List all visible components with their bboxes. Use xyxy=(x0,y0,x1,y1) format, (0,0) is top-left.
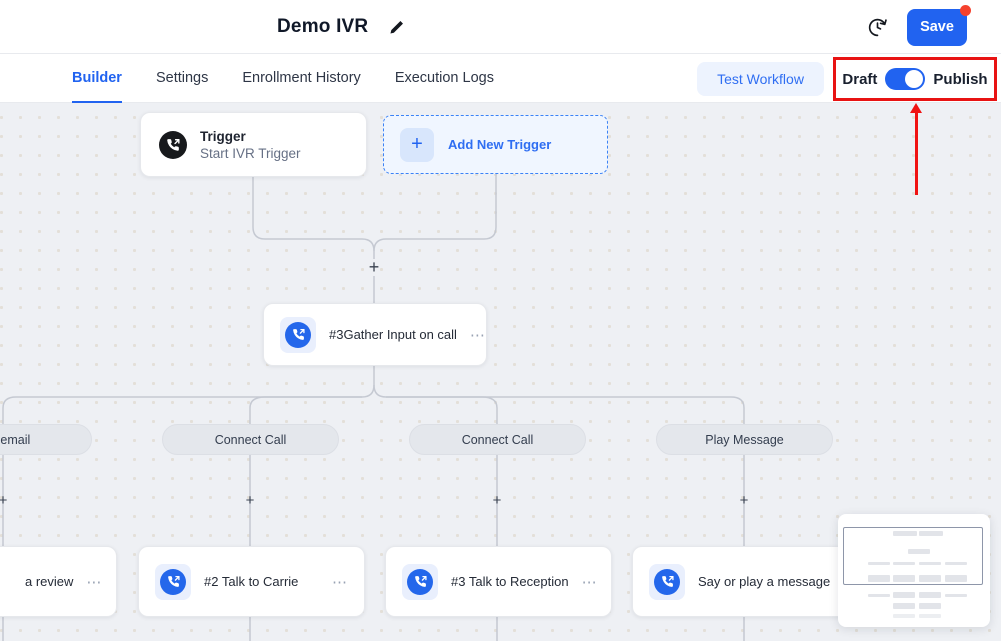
minimap-node xyxy=(945,575,967,582)
header-right: Save xyxy=(859,0,1001,54)
node-label: a review xyxy=(25,574,74,589)
draft-label: Draft xyxy=(842,70,878,88)
node-icon-box xyxy=(649,563,685,600)
test-workflow-button[interactable]: Test Workflow xyxy=(697,62,824,96)
action-node-say-or-play-message[interactable]: Say or play a message ⋯ xyxy=(632,546,859,617)
minimap-node xyxy=(919,562,941,565)
phone-outgoing-icon xyxy=(292,328,305,340)
node-label: #2 Talk to Carrie xyxy=(204,574,299,589)
app-header: Demo IVR Save xyxy=(0,0,1001,54)
add-new-trigger-button[interactable]: + Add New Trigger xyxy=(383,115,608,174)
phone-outgoing-icon xyxy=(167,138,180,151)
add-step-plus-branch-4[interactable]: + xyxy=(739,492,749,509)
branch-pill-voicemail[interactable]: Voicemail xyxy=(0,424,92,455)
minimap-node xyxy=(945,562,967,565)
minimap-node xyxy=(893,575,915,582)
publish-toggle[interactable] xyxy=(885,68,926,90)
minimap-node xyxy=(893,603,915,609)
gather-input-node[interactable]: #3Gather Input on call ⋯ xyxy=(263,303,487,366)
node-icon-box xyxy=(402,563,438,600)
minimap-node xyxy=(893,614,915,618)
tab-execution-logs[interactable]: Execution Logs xyxy=(394,69,494,86)
node-menu-button[interactable]: ⋯ xyxy=(86,573,103,591)
branch-pill-connect-call-1[interactable]: Connect Call xyxy=(162,424,339,455)
tabs: Builder Settings Enrollment History Exec… xyxy=(72,54,494,103)
connector-lines xyxy=(2,174,745,641)
action-node-talk-to-reception[interactable]: #3 Talk to Reception ⋯ xyxy=(385,546,612,617)
annotation-arrow-head xyxy=(910,103,922,113)
publish-label: Publish xyxy=(933,70,988,88)
minimap-node xyxy=(893,562,915,565)
phone-outgoing-icon xyxy=(661,575,674,587)
trigger-texts: Trigger Start IVR Trigger xyxy=(200,129,301,161)
clock-history-icon xyxy=(868,18,887,36)
phone-icon-circle xyxy=(654,568,680,595)
action-node-review[interactable]: a review ⋯ xyxy=(0,546,117,617)
version-history-button[interactable] xyxy=(859,9,895,45)
add-step-plus-branch-1[interactable]: + xyxy=(0,492,8,509)
minimap-node xyxy=(919,603,941,609)
plus-icon: + xyxy=(400,127,434,162)
save-button[interactable]: Save xyxy=(907,8,967,46)
minimap-node xyxy=(919,614,941,618)
phone-outgoing-icon xyxy=(167,575,180,587)
save-button-wrap: Save xyxy=(907,4,971,46)
workflow-title-wrap: Demo IVR xyxy=(277,0,405,54)
minimap-node xyxy=(893,531,917,536)
minimap-node xyxy=(868,562,890,565)
minimap-node xyxy=(908,549,930,554)
trigger-node-title: Trigger xyxy=(200,128,246,144)
annotation-arrow-line xyxy=(915,112,918,195)
phone-icon-circle xyxy=(407,568,433,595)
minimap-viewport[interactable] xyxy=(843,527,983,585)
minimap-node xyxy=(919,592,941,598)
tab-settings[interactable]: Settings xyxy=(155,69,209,86)
minimap-node xyxy=(919,531,943,536)
trigger-node-subtitle: Start IVR Trigger xyxy=(200,145,301,161)
add-new-trigger-label: Add New Trigger xyxy=(448,137,552,152)
pencil-icon xyxy=(390,20,404,34)
add-step-plus-merge[interactable]: + xyxy=(368,257,380,277)
branch-pill-connect-call-2[interactable]: Connect Call xyxy=(409,424,586,455)
phone-icon-circle xyxy=(285,321,311,348)
minimap-node xyxy=(868,594,890,597)
node-label: #3Gather Input on call xyxy=(329,327,457,342)
action-node-talk-to-carrie[interactable]: #2 Talk to Carrie ⋯ xyxy=(138,546,365,617)
node-menu-button[interactable]: ⋯ xyxy=(332,573,348,591)
node-icon-box xyxy=(155,563,191,600)
tab-builder[interactable]: Builder xyxy=(72,54,122,103)
minimap-node xyxy=(945,594,967,597)
phone-outgoing-icon xyxy=(414,575,427,587)
page-title: Demo IVR xyxy=(277,16,369,37)
add-step-plus-branch-3[interactable]: + xyxy=(492,492,502,509)
tab-bar: Builder Settings Enrollment History Exec… xyxy=(0,54,1001,103)
add-step-plus-branch-2[interactable]: + xyxy=(245,492,255,509)
node-label: Say or play a message xyxy=(698,574,831,589)
node-icon-box xyxy=(280,316,316,353)
node-menu-button[interactable]: ⋯ xyxy=(469,326,486,344)
minimap[interactable] xyxy=(838,514,990,627)
trigger-node[interactable]: Trigger Start IVR Trigger xyxy=(140,112,367,177)
ivr-trigger-icon xyxy=(159,130,187,159)
node-menu-button[interactable]: ⋯ xyxy=(581,573,598,591)
edit-title-button[interactable] xyxy=(388,19,405,36)
publish-toggle-highlight-box: Draft Publish xyxy=(833,57,997,101)
minimap-node xyxy=(868,575,890,582)
toggle-knob xyxy=(905,70,924,88)
phone-icon-circle xyxy=(160,568,186,595)
minimap-node xyxy=(893,592,915,598)
node-label: #3 Talk to Reception xyxy=(451,574,569,589)
branch-pill-play-message[interactable]: Play Message xyxy=(656,424,833,455)
unsaved-changes-dot xyxy=(960,4,971,16)
workflow-canvas[interactable]: + Trigger Start IVR Trigger + Add New Tr… xyxy=(0,103,1001,641)
minimap-node xyxy=(919,575,941,582)
tab-enrollment-history[interactable]: Enrollment History xyxy=(242,69,361,86)
